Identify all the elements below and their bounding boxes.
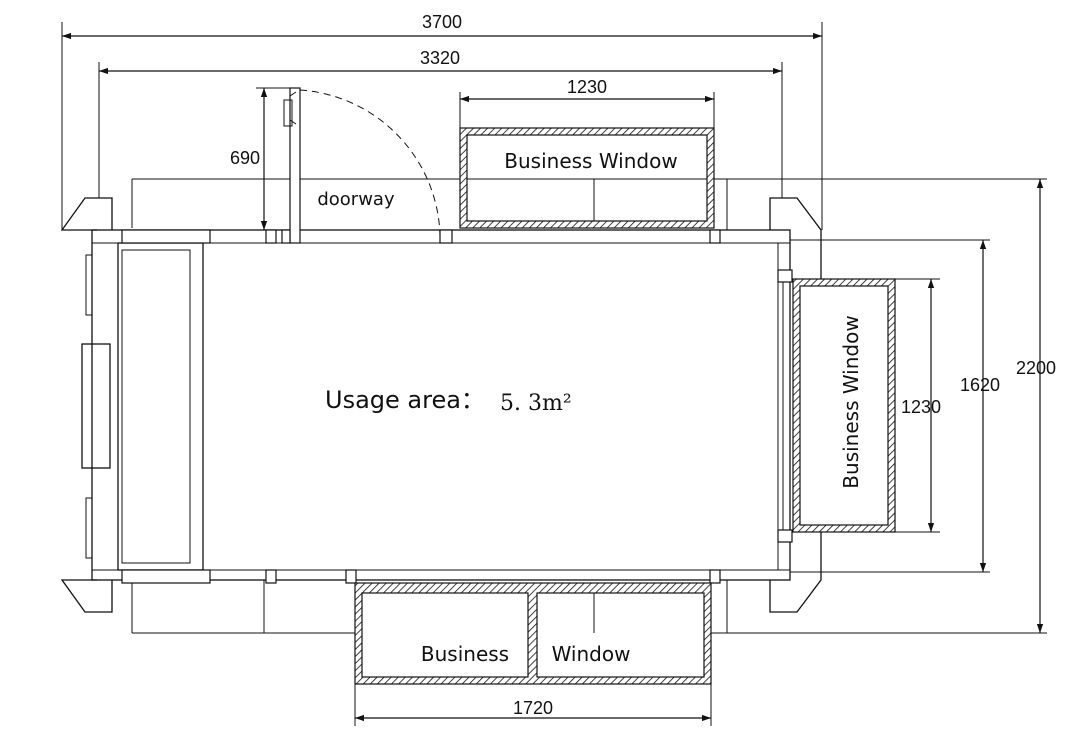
door [281,87,453,244]
side-window-width-label: 1230 [901,397,941,417]
main-walls [81,229,793,584]
overall-width-label: 3700 [422,12,462,32]
usage-area-label: Usage area： [325,386,485,414]
inner-depth-label: 1620 [960,375,1000,395]
dimension-top-window [459,92,715,128]
dimension-inner-width [98,62,783,198]
top-window [459,127,715,229]
bottom-window-label-right: Window [552,642,631,666]
dimension-bottom-window [354,684,712,726]
inner-width-label: 3320 [420,48,460,68]
doorway-label: doorway [317,189,395,210]
side-window [792,278,896,533]
dimension-door [256,87,290,230]
bottom-window-label-left: Business [421,642,509,666]
top-window-label: Business Window [504,149,677,173]
bottom-window [354,582,712,685]
dimension-inner-depth [790,239,990,573]
dimension-overall-width [61,22,823,230]
dimension-overall-depth [1000,178,1047,634]
side-window-label: Business Window [839,315,863,488]
top-window-width-label: 1230 [567,77,607,97]
door-depth-label: 690 [230,148,260,168]
left-posts [60,197,113,613]
usage-area-value: 5. 3m² [500,391,572,416]
dimension-side-window [895,278,940,533]
bottom-window-width-label: 1720 [513,698,553,718]
overall-depth-label: 2200 [1016,358,1056,378]
